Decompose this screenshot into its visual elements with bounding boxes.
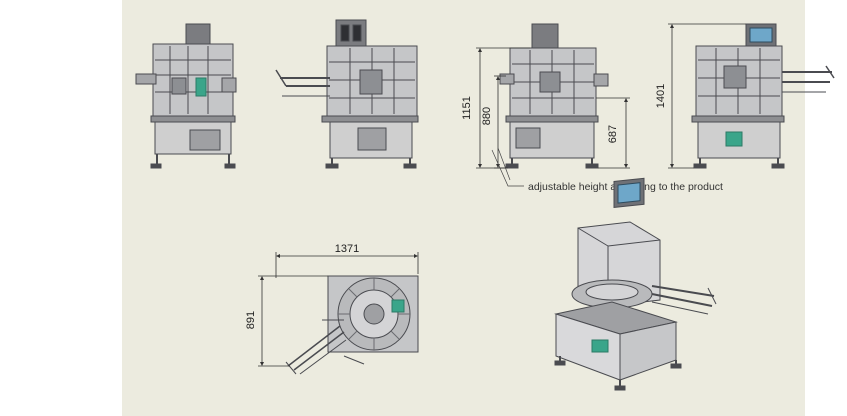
dimensioned-side-view	[499, 23, 609, 169]
dimension-687	[596, 97, 630, 169]
isometric-view	[554, 177, 717, 391]
dimension-1371	[275, 252, 419, 278]
annotation-leaders	[491, 147, 524, 187]
dimension-label-1371: 1371	[335, 243, 359, 255]
dimension-891	[258, 275, 328, 367]
dimension-label-1401: 1401	[655, 84, 667, 108]
side-view-with-touchscreen	[691, 23, 835, 169]
drawing-area	[122, 0, 805, 416]
dimension-label-687: 687	[607, 125, 619, 143]
top-view	[285, 275, 419, 375]
right-margin	[805, 0, 847, 416]
front-view	[135, 23, 237, 169]
left-margin	[0, 0, 122, 416]
dimension-label-1151: 1151	[461, 96, 473, 120]
dimension-label-891: 891	[245, 311, 257, 329]
dimension-1401	[668, 23, 746, 169]
rear-view	[275, 19, 419, 169]
dimension-label-880: 880	[481, 107, 493, 125]
